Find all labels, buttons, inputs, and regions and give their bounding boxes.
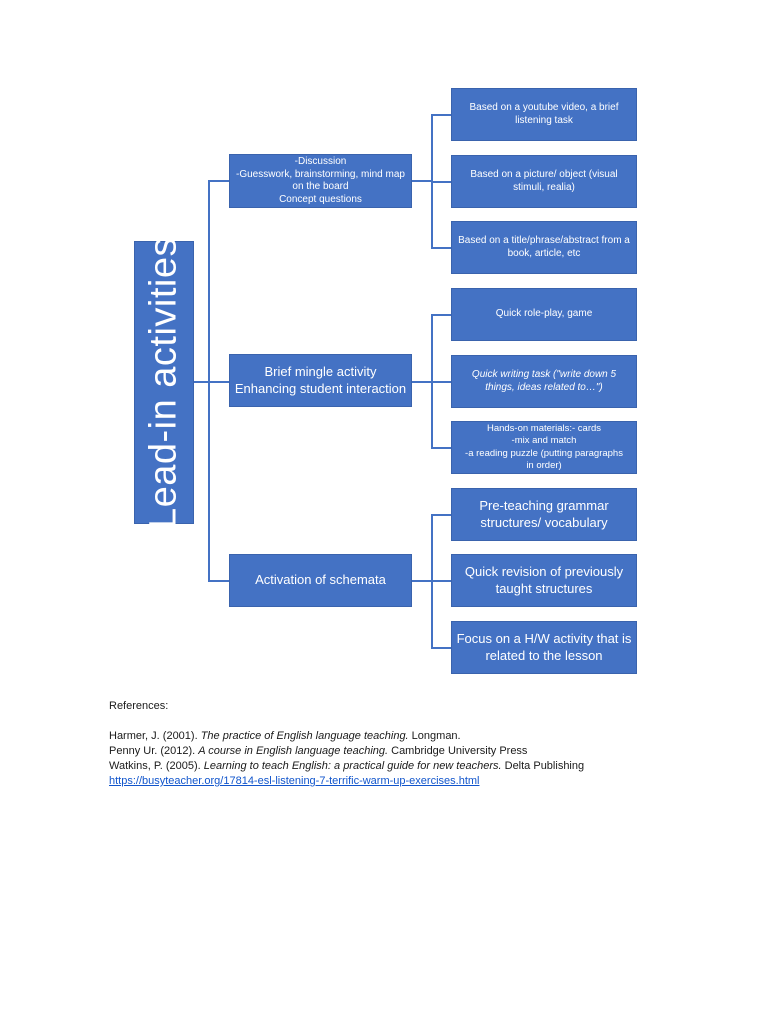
leaf-node-1-1: Based on a youtube video, a brief listen…: [451, 88, 637, 141]
group-3-leaf-3: [431, 647, 451, 649]
leaf-1-3-line-2: book, article, etc: [507, 247, 581, 259]
leaf-2-1-line-1: Quick role-play, game: [495, 308, 593, 320]
reference-item: Harmer, J. (2001). The practice of Engli…: [109, 729, 584, 744]
group-2-connector: [412, 381, 432, 383]
group-1-leaf-3: [431, 247, 451, 249]
leaf-3-3-line-2: related to the lesson: [485, 647, 603, 663]
leaf-2-3-line-2: -mix and match: [511, 435, 577, 447]
reference-publisher: Cambridge University Press: [388, 745, 528, 757]
leaf-1-2-line-2: stimuli, realia): [513, 181, 575, 193]
branch-3-line-1: Activation of schemata: [255, 572, 386, 588]
leaf-node-1-2: Based on a picture/ object (visual stimu…: [451, 155, 637, 208]
leaf-node-3-1: Pre-teaching grammar structures/ vocabul…: [451, 488, 637, 541]
reference-link[interactable]: https://busyteacher.org/17814-esl-listen…: [109, 775, 480, 787]
reference-publisher: Delta Publishing: [501, 760, 585, 772]
branch-2-line-1: Brief mingle activity: [264, 364, 377, 380]
reference-author: Watkins, P. (2005).: [109, 760, 204, 772]
reference-publisher: Longman.: [408, 730, 461, 742]
leaf-node-2-1: Quick role-play, game: [451, 288, 637, 341]
reference-item: Penny Ur. (2012). A course in English la…: [109, 744, 584, 759]
root-connector: [194, 381, 209, 383]
group-2-leaf-2: [431, 381, 451, 383]
group-1-leaf-2: [431, 181, 451, 183]
leaf-node-2-2: Quick writing task ("write down 5 things…: [451, 355, 637, 408]
group-2-leaf-1: [431, 314, 451, 316]
branch-1-line-2: -Guesswork, brainstorming, mind map: [236, 168, 405, 180]
leaf-1-2-line-1: Based on a picture/ object (visual: [470, 169, 618, 180]
branch-node-1: -Discussion -Guesswork, brainstorming, m…: [229, 154, 412, 208]
leaf-3-2-line-1: Quick revision of previously: [464, 564, 624, 580]
leaf-node-1-3: Based on a title/phrase/abstract from a …: [451, 221, 637, 274]
group-3-leaf-1: [431, 514, 451, 516]
branch-connector-1: [208, 180, 229, 182]
references-heading: References:: [109, 700, 169, 712]
reference-title: A course in English language teaching.: [198, 745, 389, 757]
branch-node-2: Brief mingle activity Enhancing student …: [229, 354, 412, 407]
branch-node-3: Activation of schemata: [229, 554, 412, 607]
reference-link-row: https://busyteacher.org/17814-esl-listen…: [109, 774, 584, 789]
branch-1-line-4: Concept questions: [279, 193, 362, 205]
leaf-node-3-2: Quick revision of previously taught stru…: [451, 554, 637, 607]
reference-title: The practice of English language teachin…: [200, 730, 409, 742]
leaf-2-2-line-2: things, ideas related to…"): [485, 381, 603, 393]
leaf-3-2-line-2: taught structures: [495, 580, 593, 596]
branch-connector-2: [208, 381, 229, 383]
leaf-2-3-line-3: -a reading puzzle (putting paragraphs: [465, 447, 623, 459]
root-label: Lead-in activities: [142, 236, 185, 529]
leaf-2-2-line-1: Quick writing task ("write down 5: [471, 369, 617, 380]
leaf-1-1-line-1: Based on a youtube video, a brief: [469, 102, 619, 113]
branch-1-line-1: -Discussion: [294, 156, 347, 167]
leaf-2-3-line-4: in order): [526, 459, 562, 471]
branch-connector-3: [208, 580, 229, 582]
group-2-leaf-3: [431, 447, 451, 449]
leaf-1-3-line-1: Based on a title/phrase/abstract from a: [458, 235, 630, 246]
branch-1-line-3: on the board: [292, 181, 349, 192]
leaf-node-2-3: Hands-on materials:- cards -mix and matc…: [451, 421, 637, 474]
reference-author: Penny Ur. (2012).: [109, 745, 199, 757]
group-3-leaf-2: [431, 580, 451, 582]
leaf-3-1-line-2: structures/ vocabulary: [480, 514, 608, 530]
reference-title: Learning to teach English: a practical g…: [203, 760, 502, 772]
reference-item: Watkins, P. (2005). Learning to teach En…: [109, 759, 584, 774]
reference-author: Harmer, J. (2001).: [109, 730, 201, 742]
leaf-3-3-line-1: Focus on a H/W activity that is: [456, 631, 632, 647]
leaf-3-1-line-1: Pre-teaching grammar: [479, 498, 609, 514]
group-1-leaf-1: [431, 114, 451, 116]
leaf-2-3-line-1: Hands-on materials:- cards: [486, 422, 602, 434]
branch-2-line-2: Enhancing student interaction: [234, 380, 407, 396]
root-node: Lead-in activities: [134, 236, 194, 529]
group-3-connector: [412, 580, 432, 582]
leaf-node-3-3: Focus on a H/W activity that is related …: [451, 621, 637, 674]
references-section: References: Harmer, J. (2001). The pract…: [109, 699, 584, 789]
group-1-connector: [412, 180, 432, 182]
leaf-1-1-line-2: listening task: [515, 114, 573, 126]
